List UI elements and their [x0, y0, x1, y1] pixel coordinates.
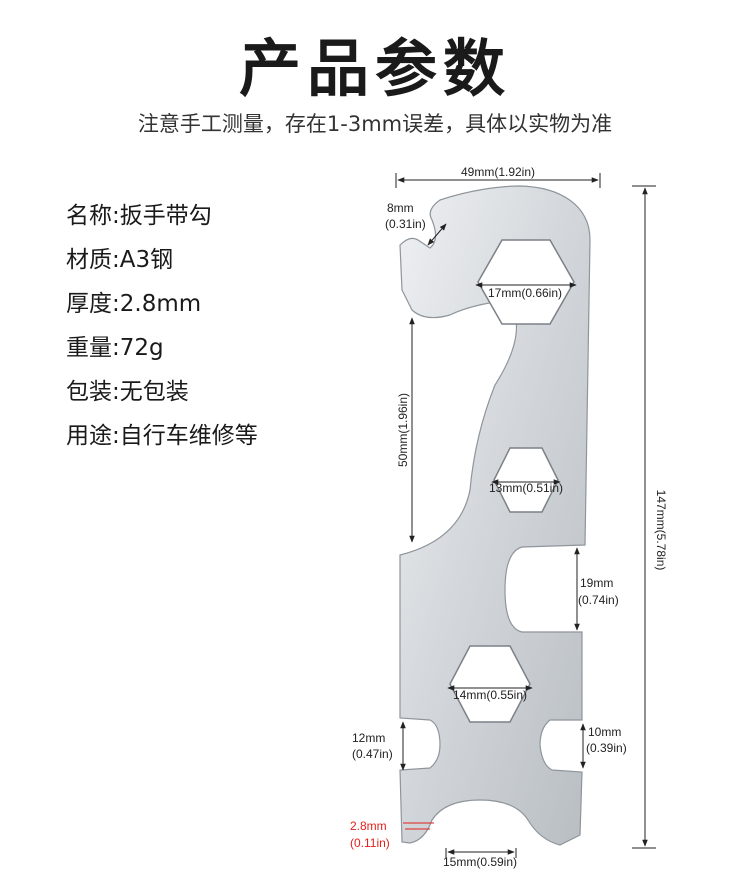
spec-material: 材质:A3钢: [66, 247, 174, 273]
spec-value: 2.8mm: [119, 291, 202, 317]
spec-weight: 重量:72g: [66, 335, 164, 361]
dim-hook-mm: 8mm: [387, 201, 414, 215]
dim-notch-left-in: (0.47in): [352, 747, 393, 761]
spec-label: 包装: [66, 379, 112, 405]
hex-hole-medium: [449, 645, 531, 723]
page-title: 产品参数: [238, 32, 511, 105]
dim-thickness-in: (0.11in): [350, 836, 390, 850]
dim-total-length: 147mm(5.78in): [654, 490, 668, 571]
dim-notch-right-in: (0.39in): [586, 741, 627, 755]
spec-name: 名称:扳手带勾: [66, 203, 212, 229]
spec-label: 重量: [66, 335, 112, 361]
dim-notch-right-mm: 10mm: [588, 725, 621, 739]
spec-value: 扳手带勾: [119, 203, 212, 229]
spec-label: 名称: [66, 203, 112, 229]
spec-list: 名称:扳手带勾 材质:A3钢 厚度:2.8mm 重量:72g 包装:无包装 用途…: [66, 194, 258, 458]
spec-thickness: 厚度:2.8mm: [66, 291, 202, 317]
spec-label: 厚度: [66, 291, 112, 317]
spec-value: 72g: [119, 335, 164, 361]
hex-hole-large: [477, 239, 575, 325]
dim-hex-medium: 14mm(0.55in): [453, 688, 527, 702]
spec-label: 材质: [66, 247, 112, 273]
dim-length-mid: 50mm(1.96in): [396, 393, 410, 467]
dim-slot-in: (0.74in): [578, 593, 619, 607]
spec-value: 无包装: [119, 379, 189, 405]
wrench-body: [399, 185, 591, 846]
measurement-note: 注意手工测量，存在1-3mm误差，具体以实物为准: [137, 112, 613, 136]
dim-slot-mm: 19mm: [580, 576, 613, 590]
dim-hook-in: (0.31in): [385, 217, 426, 231]
spec-label: 用途: [66, 423, 112, 449]
spec-usage: 用途:自行车维修等: [66, 423, 258, 449]
dim-thickness-mm: 2.8mm: [350, 819, 387, 833]
spec-value: A3钢: [119, 247, 174, 273]
spec-value: 自行车维修等: [119, 423, 258, 449]
dim-width: 49mm(1.92in): [461, 165, 535, 179]
dim-hex-small: 13mm(0.51in): [489, 481, 563, 495]
dim-hex-large: 17mm(0.66in): [488, 286, 562, 300]
dim-jaw: 15mm(0.59in): [443, 855, 517, 869]
spec-packaging: 包装:无包装: [66, 379, 189, 405]
dim-notch-left-mm: 12mm: [352, 731, 385, 745]
